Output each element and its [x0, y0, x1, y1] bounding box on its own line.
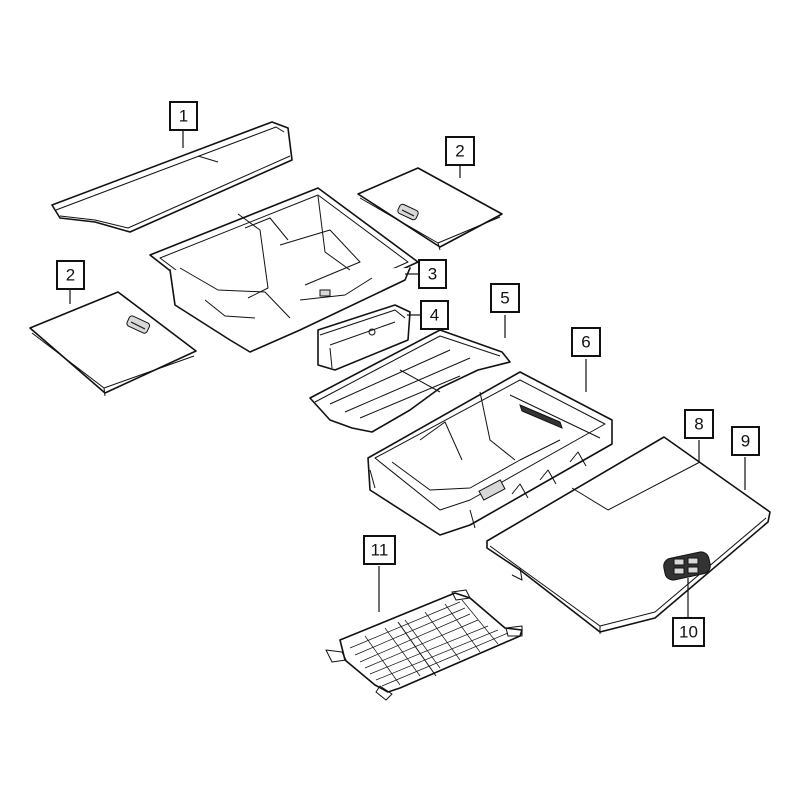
callout-2-right-label: 2 — [455, 142, 464, 161]
callout-11-label: 11 — [371, 541, 389, 560]
part-11-cargo-net — [325, 589, 523, 701]
callout-6: 6 — [571, 327, 601, 357]
callout-8: 8 — [684, 409, 714, 439]
callout-4-label: 4 — [430, 306, 439, 325]
leader-lines — [69, 131, 746, 617]
part-4-side-storage-bin — [317, 304, 411, 371]
callout-2-right: 2 — [445, 136, 475, 166]
callout-10: 10 — [672, 617, 705, 647]
part-3-upper-storage-tray — [149, 187, 419, 353]
part-6-lower-cargo-tub — [367, 371, 613, 536]
callout-1-label: 1 — [179, 107, 188, 126]
callout-11: 11 — [363, 535, 396, 565]
callout-6-label: 6 — [581, 333, 590, 352]
callout-3-label: 3 — [428, 265, 437, 284]
callout-1: 1 — [169, 101, 198, 131]
part-5-cargo-floor-mat — [309, 329, 511, 433]
callout-4: 4 — [420, 300, 449, 330]
callout-5: 5 — [490, 283, 520, 313]
callout-5-label: 5 — [500, 289, 509, 308]
callout-9: 9 — [731, 426, 760, 456]
callout-3: 3 — [418, 259, 447, 289]
part-2-floor-panel-right — [357, 167, 503, 251]
part-1-rear-shelf-panel — [51, 121, 293, 233]
callout-2-left: 2 — [56, 260, 85, 290]
callout-2-left-label: 2 — [66, 266, 75, 285]
callout-8-label: 8 — [694, 415, 703, 434]
callout-9-label: 9 — [741, 432, 750, 451]
cargo-net-mesh — [349, 599, 509, 687]
part-2-floor-panel-left — [29, 291, 197, 397]
callout-10-label: 10 — [679, 623, 698, 642]
